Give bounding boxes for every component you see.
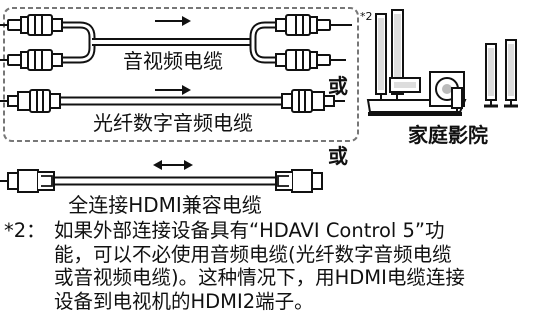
rca-plug-icon — [7, 49, 63, 71]
double-arrow-icon — [153, 160, 193, 170]
home-theater-label: 家庭影院 — [408, 123, 488, 147]
hdmi-cable-label: 全连接HDMI兼容电缆 — [68, 193, 262, 217]
rca-plug-icon — [7, 14, 63, 36]
rca-plug-icon — [275, 14, 331, 36]
optical-plug-icon — [7, 89, 61, 113]
footnote-mark: *2： — [4, 219, 46, 242]
footnote-line: 设备到电视机的HDMI2端子。 — [54, 289, 314, 313]
or-label-2: 或 — [328, 144, 348, 168]
hdmi-cable — [0, 169, 323, 193]
footnote-text: 如果外部连接设备具有“HDAVI Control 5”功 能，可以不必使用音频电… — [54, 219, 545, 313]
analog-audio-cable-label: 音视频电缆 — [123, 49, 223, 73]
hdmi-plug-icon — [275, 169, 323, 193]
or-label-1: 或 — [328, 74, 348, 98]
footnote: *2： 如果外部连接设备具有“HDAVI Control 5”功 能，可以不必使… — [4, 219, 545, 313]
analog-audio-cable — [0, 14, 352, 71]
arrow-right-icon — [155, 85, 191, 95]
footnote-line: 能，可以不必使用音频电缆(光纤数字音频电缆 — [54, 242, 452, 266]
audio-cable-frame — [3, 7, 359, 142]
footnote-ref: *2 — [360, 10, 373, 23]
speaker-system-icon — [366, 9, 518, 116]
optical-plug-icon — [281, 89, 335, 113]
footnote-line: 如果外部连接设备具有“HDAVI Control 5”功 — [54, 219, 445, 242]
footnote-line: 或音视频电缆)。这种情况下，用HDMI电缆连接 — [54, 266, 465, 289]
optical-audio-cable — [0, 89, 345, 113]
rca-plug-icon — [275, 49, 331, 71]
arrow-right-icon — [155, 16, 191, 26]
hdmi-plug-icon — [7, 169, 55, 193]
optical-audio-cable-label: 光纤数字音频电缆 — [93, 111, 253, 135]
